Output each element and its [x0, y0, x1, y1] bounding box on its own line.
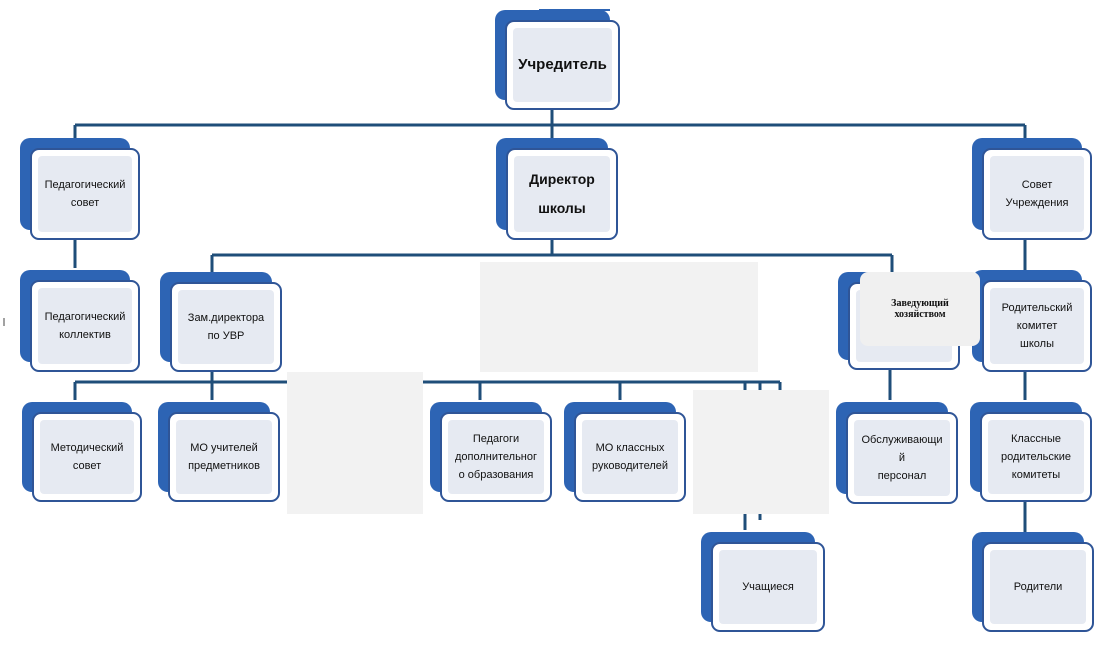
blank-patch-center — [480, 262, 758, 372]
node-subject-teachers: МО учителей предметников — [158, 402, 280, 502]
node-pedagogical-staff: Педагогический коллектив — [20, 270, 140, 372]
node-deputy-director: Зам.директора по УВР — [160, 272, 282, 372]
node-director: Директор школы — [496, 138, 618, 240]
blank-patch-right — [693, 390, 829, 514]
node-parent-committee: Родительский комитет школы — [972, 270, 1092, 372]
node-class-parent-committees: Классные родительские комитеты — [970, 402, 1092, 502]
blank-patch-left — [287, 372, 423, 514]
supply-manager-label: Заведующий хозяйством — [860, 272, 980, 346]
node-pedagogical-council: Педагогический совет — [20, 138, 140, 240]
node-methodical-council: Методический совет — [22, 402, 142, 502]
node-parents: Родители — [972, 532, 1094, 632]
node-class-teachers: МО классных руководителей — [564, 402, 686, 502]
node-institution-council: Совет Учреждения — [972, 138, 1092, 240]
node-founder: Учредитель — [495, 10, 620, 110]
node-service-staff: Обслуживающи й персонал — [836, 402, 958, 504]
node-students: Учащиеся — [701, 532, 825, 632]
node-extra-education-teachers: Педагоги дополнительног о образования — [430, 402, 552, 502]
